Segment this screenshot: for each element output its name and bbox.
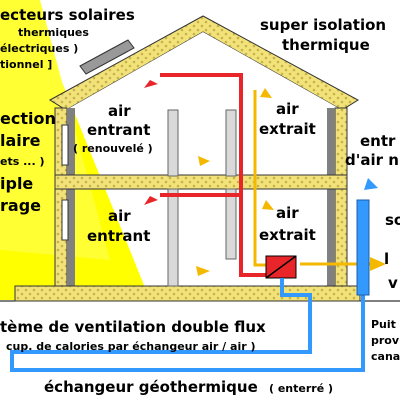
air-out-lower-1: air: [276, 204, 299, 222]
air-out-arrow-floor: [196, 266, 210, 276]
solar-panel: [79, 39, 135, 75]
shaft-upper: [225, 109, 237, 177]
left-wall: [67, 108, 75, 288]
well-label-1: Puit: [371, 318, 396, 331]
right-label-l: l: [384, 250, 389, 268]
supply-duct-floor: [239, 255, 266, 277]
geothermal-pipe: [10, 210, 365, 372]
air-out-arrow-mid: [198, 156, 210, 166]
air-out-arrow-lower: [262, 200, 274, 210]
triple-glazing-label-1: iple: [0, 174, 33, 193]
middle-floor: [54, 174, 348, 190]
extract-duct: [253, 90, 266, 267]
ventilation-system-label: tème de ventilation double flux: [0, 318, 266, 336]
shaft-lower: [225, 188, 237, 260]
triple-glazing-label-2: rage: [0, 196, 41, 215]
geothermal-label-main: échangeur géothermique: [44, 378, 258, 396]
air-out-upper-1: air: [276, 100, 299, 118]
right-wall: [327, 108, 335, 288]
protection-label-3: ets ... ): [0, 155, 45, 168]
exhaust-arrow: [370, 257, 386, 271]
ventilation-system-sublabel: cup. de calories par échangeur air / air…: [6, 340, 256, 353]
fresh-air-inlet-label-2: d'air n: [345, 151, 399, 169]
solar-label-1: ecteurs solaires: [0, 6, 135, 24]
air-out-lower-2: extrait: [259, 226, 316, 244]
right-label-so: so: [385, 211, 400, 229]
protection-label-2: laire: [0, 131, 41, 150]
well-label-2: prov: [371, 334, 400, 347]
super-insulation-label-1: super isolation: [260, 16, 386, 34]
window-left-lower: [61, 199, 69, 241]
air-in-upper-3: ( renouvelé ): [73, 142, 153, 155]
roof-inner: [66, 32, 342, 110]
air-in-upper-1: air: [108, 102, 131, 120]
partition-lower: [167, 188, 179, 287]
air-in-lower-2: entrant: [87, 227, 150, 245]
supply-duct: [160, 73, 243, 265]
geothermal-label: échangeur géothermique ( enterré ): [44, 378, 333, 396]
fresh-air-inlet-label-1: entr: [360, 132, 396, 150]
right-label-v: v: [388, 274, 398, 292]
solar-label-4: tionnel ]: [0, 58, 52, 71]
air-in-arrow-upper: [144, 80, 158, 88]
solar-label-2: thermiques: [18, 26, 89, 39]
heat-exchanger-diagonal: [265, 255, 297, 279]
partition-upper: [167, 109, 179, 177]
air-out-arrow-upper: [260, 88, 272, 98]
protection-label-1: ection: [0, 109, 56, 128]
solar-label-3: électriques ): [0, 42, 78, 55]
well-label-3: cana: [371, 350, 400, 363]
window-left-upper: [61, 124, 69, 166]
super-insulation-label-2: thermique: [282, 36, 370, 54]
air-in-arrow-lower: [144, 196, 158, 205]
air-in-upper-2: entrant: [87, 121, 150, 139]
geothermal-label-sub: ( enterré ): [269, 382, 333, 395]
fresh-air-inlet-arrow: [364, 178, 378, 190]
air-in-lower-1: air: [108, 207, 131, 225]
air-intake-column: [356, 199, 370, 296]
right-wall-insulation: [334, 107, 348, 289]
air-out-upper-2: extrait: [259, 120, 316, 138]
